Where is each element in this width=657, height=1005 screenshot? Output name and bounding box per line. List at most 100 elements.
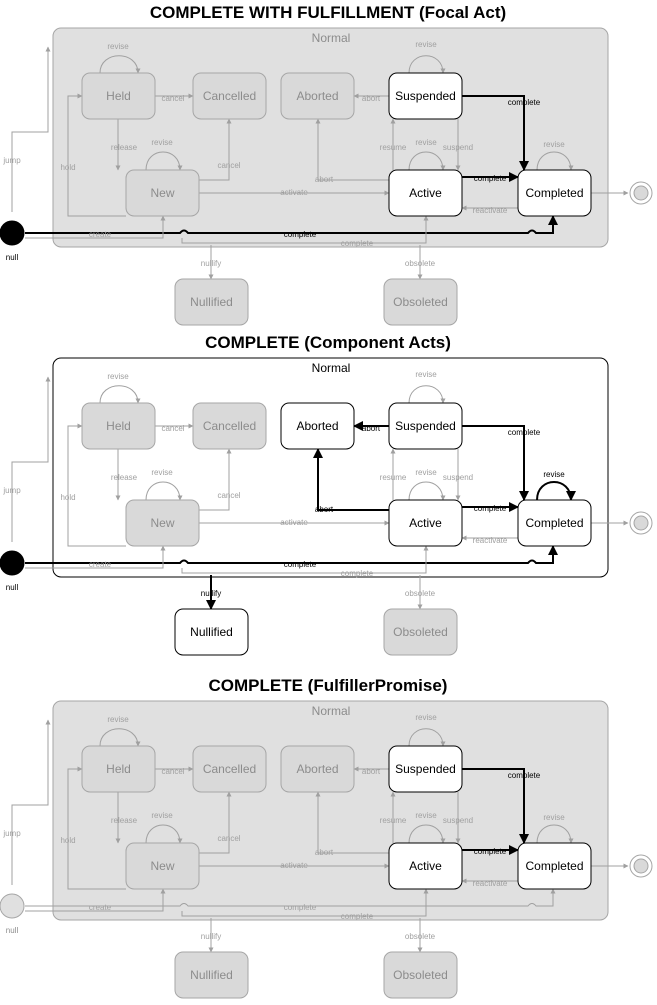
state-label-nullified: Nullified [190,295,233,309]
edge-active_abort [315,791,389,854]
state-label-cancelled: Cancelled [203,89,256,103]
state-nullified [174,608,249,656]
edge-label-reactivate: reactivate [473,206,508,215]
edge-label-hold: hold [60,493,75,502]
state-cancelled [192,402,267,450]
edge-label-held_revise: revise [107,715,129,724]
state-active [388,499,463,547]
edge-label-completed_revise: revise [543,140,565,149]
edge-label-obsolete: obsolete [405,932,436,941]
state-completed [517,499,592,547]
state-cancelled [192,72,267,120]
state-aborted [280,402,355,450]
edge-label-completed_revise: revise [543,813,565,822]
edge-label-active_suspend: suspend [443,143,473,152]
edge-label-complete_bottom2: complete [341,912,374,921]
edge-label-nullify: nullify [201,589,221,598]
edge-label-active_complete: complete [474,847,507,856]
edge-label-active_resume: resume [380,473,407,482]
edge-label-active_revise: revise [415,468,437,477]
null-node [0,893,25,919]
null-label: null [6,926,19,935]
normal-label: Normal [312,31,351,45]
state-label-nullified: Nullified [190,625,233,639]
edge-complete_bottom2 [181,215,429,244]
edge-label-susp_abort: abort [362,767,381,776]
edge-label-completed_revise: revise [543,470,565,479]
edge-label-create: create [89,560,112,569]
state-label-aborted: Aborted [296,419,338,433]
edge-complete_bottom2 [181,545,429,574]
edge-new_cancel [199,118,232,181]
edge-label-new_revise: revise [151,811,173,820]
state-label-aborted: Aborted [296,762,338,776]
state-label-aborted: Aborted [296,89,338,103]
final-node-inner [633,185,649,201]
state-held [81,402,156,450]
edge-susp_complete [462,768,529,844]
edge-new_revise [145,481,183,501]
edge-label-active_revise: revise [415,811,437,820]
edge-label-nullify: nullify [201,932,221,941]
edge-label-active_resume: resume [380,143,407,152]
edge-label-new_revise: revise [151,138,173,147]
edge-label-jump: jump [2,156,21,165]
state-suspended [388,402,463,450]
edge-label-susp_revise: revise [415,40,437,49]
edge-jump [11,719,51,885]
edge-label-create: create [89,903,112,912]
state-cancelled [192,745,267,793]
edge-label-new_cancel: cancel [217,161,240,170]
edge-hold [67,93,126,217]
edge-label-obsolete: obsolete [405,589,436,598]
state-label-obsoleted: Obsoleted [393,295,448,309]
state-active [388,169,463,217]
state-suspended [388,72,463,120]
edge-label-null_complete_bottom: complete [284,230,317,239]
edge-label-new_activate: activate [280,518,308,527]
edge-label-susp_revise: revise [415,370,437,379]
final-node-inner [633,515,649,531]
edge-held_revise [99,728,141,747]
edge-label-nullify: nullify [201,259,221,268]
null-node [0,550,25,576]
state-label-suspended: Suspended [395,762,456,776]
edge-null_complete_bottom [25,215,558,234]
diagram-1: COMPLETE WITH FULFILLMENT (Focal Act) Nor… [0,3,653,326]
state-label-completed: Completed [525,516,583,530]
edge-new_revise [145,151,183,171]
edge-label-held_release: release [111,816,138,825]
edge-label-obsolete: obsolete [405,259,436,268]
edge-new_cancel [199,791,232,854]
state-label-active: Active [409,859,442,873]
edge-create [25,545,166,569]
edge-active_revise [408,151,446,171]
state-label-suspended: Suspended [395,89,456,103]
edge-label-active_abort: abort [315,848,334,857]
diagram-title: COMPLETE WITH FULFILLMENT (Focal Act) [150,3,506,22]
edge-label-new_cancel: cancel [217,834,240,843]
null-node [0,220,25,246]
state-active [388,842,463,890]
edge-label-active_abort: abort [315,175,334,184]
edge-label-held_cancel: cancel [161,94,184,103]
state-label-held: Held [106,762,131,776]
state-obsoleted [383,608,458,656]
state-obsoleted [383,951,458,999]
edge-label-held_revise: revise [107,42,129,51]
edge-label-susp_abort: abort [362,424,381,433]
edge-susp_complete [462,425,529,501]
state-label-obsoleted: Obsoleted [393,968,448,982]
edge-label-create: create [89,230,112,239]
state-nullified [174,951,249,999]
edge-label-hold: hold [60,836,75,845]
edge-label-susp_complete: complete [508,428,541,437]
state-completed [517,169,592,217]
edge-label-susp_complete: complete [508,771,541,780]
state-label-obsoleted: Obsoleted [393,625,448,639]
edge-label-susp_revise: revise [415,713,437,722]
edge-hold [67,766,126,890]
edge-held_revise [99,55,141,74]
state-label-cancelled: Cancelled [203,762,256,776]
